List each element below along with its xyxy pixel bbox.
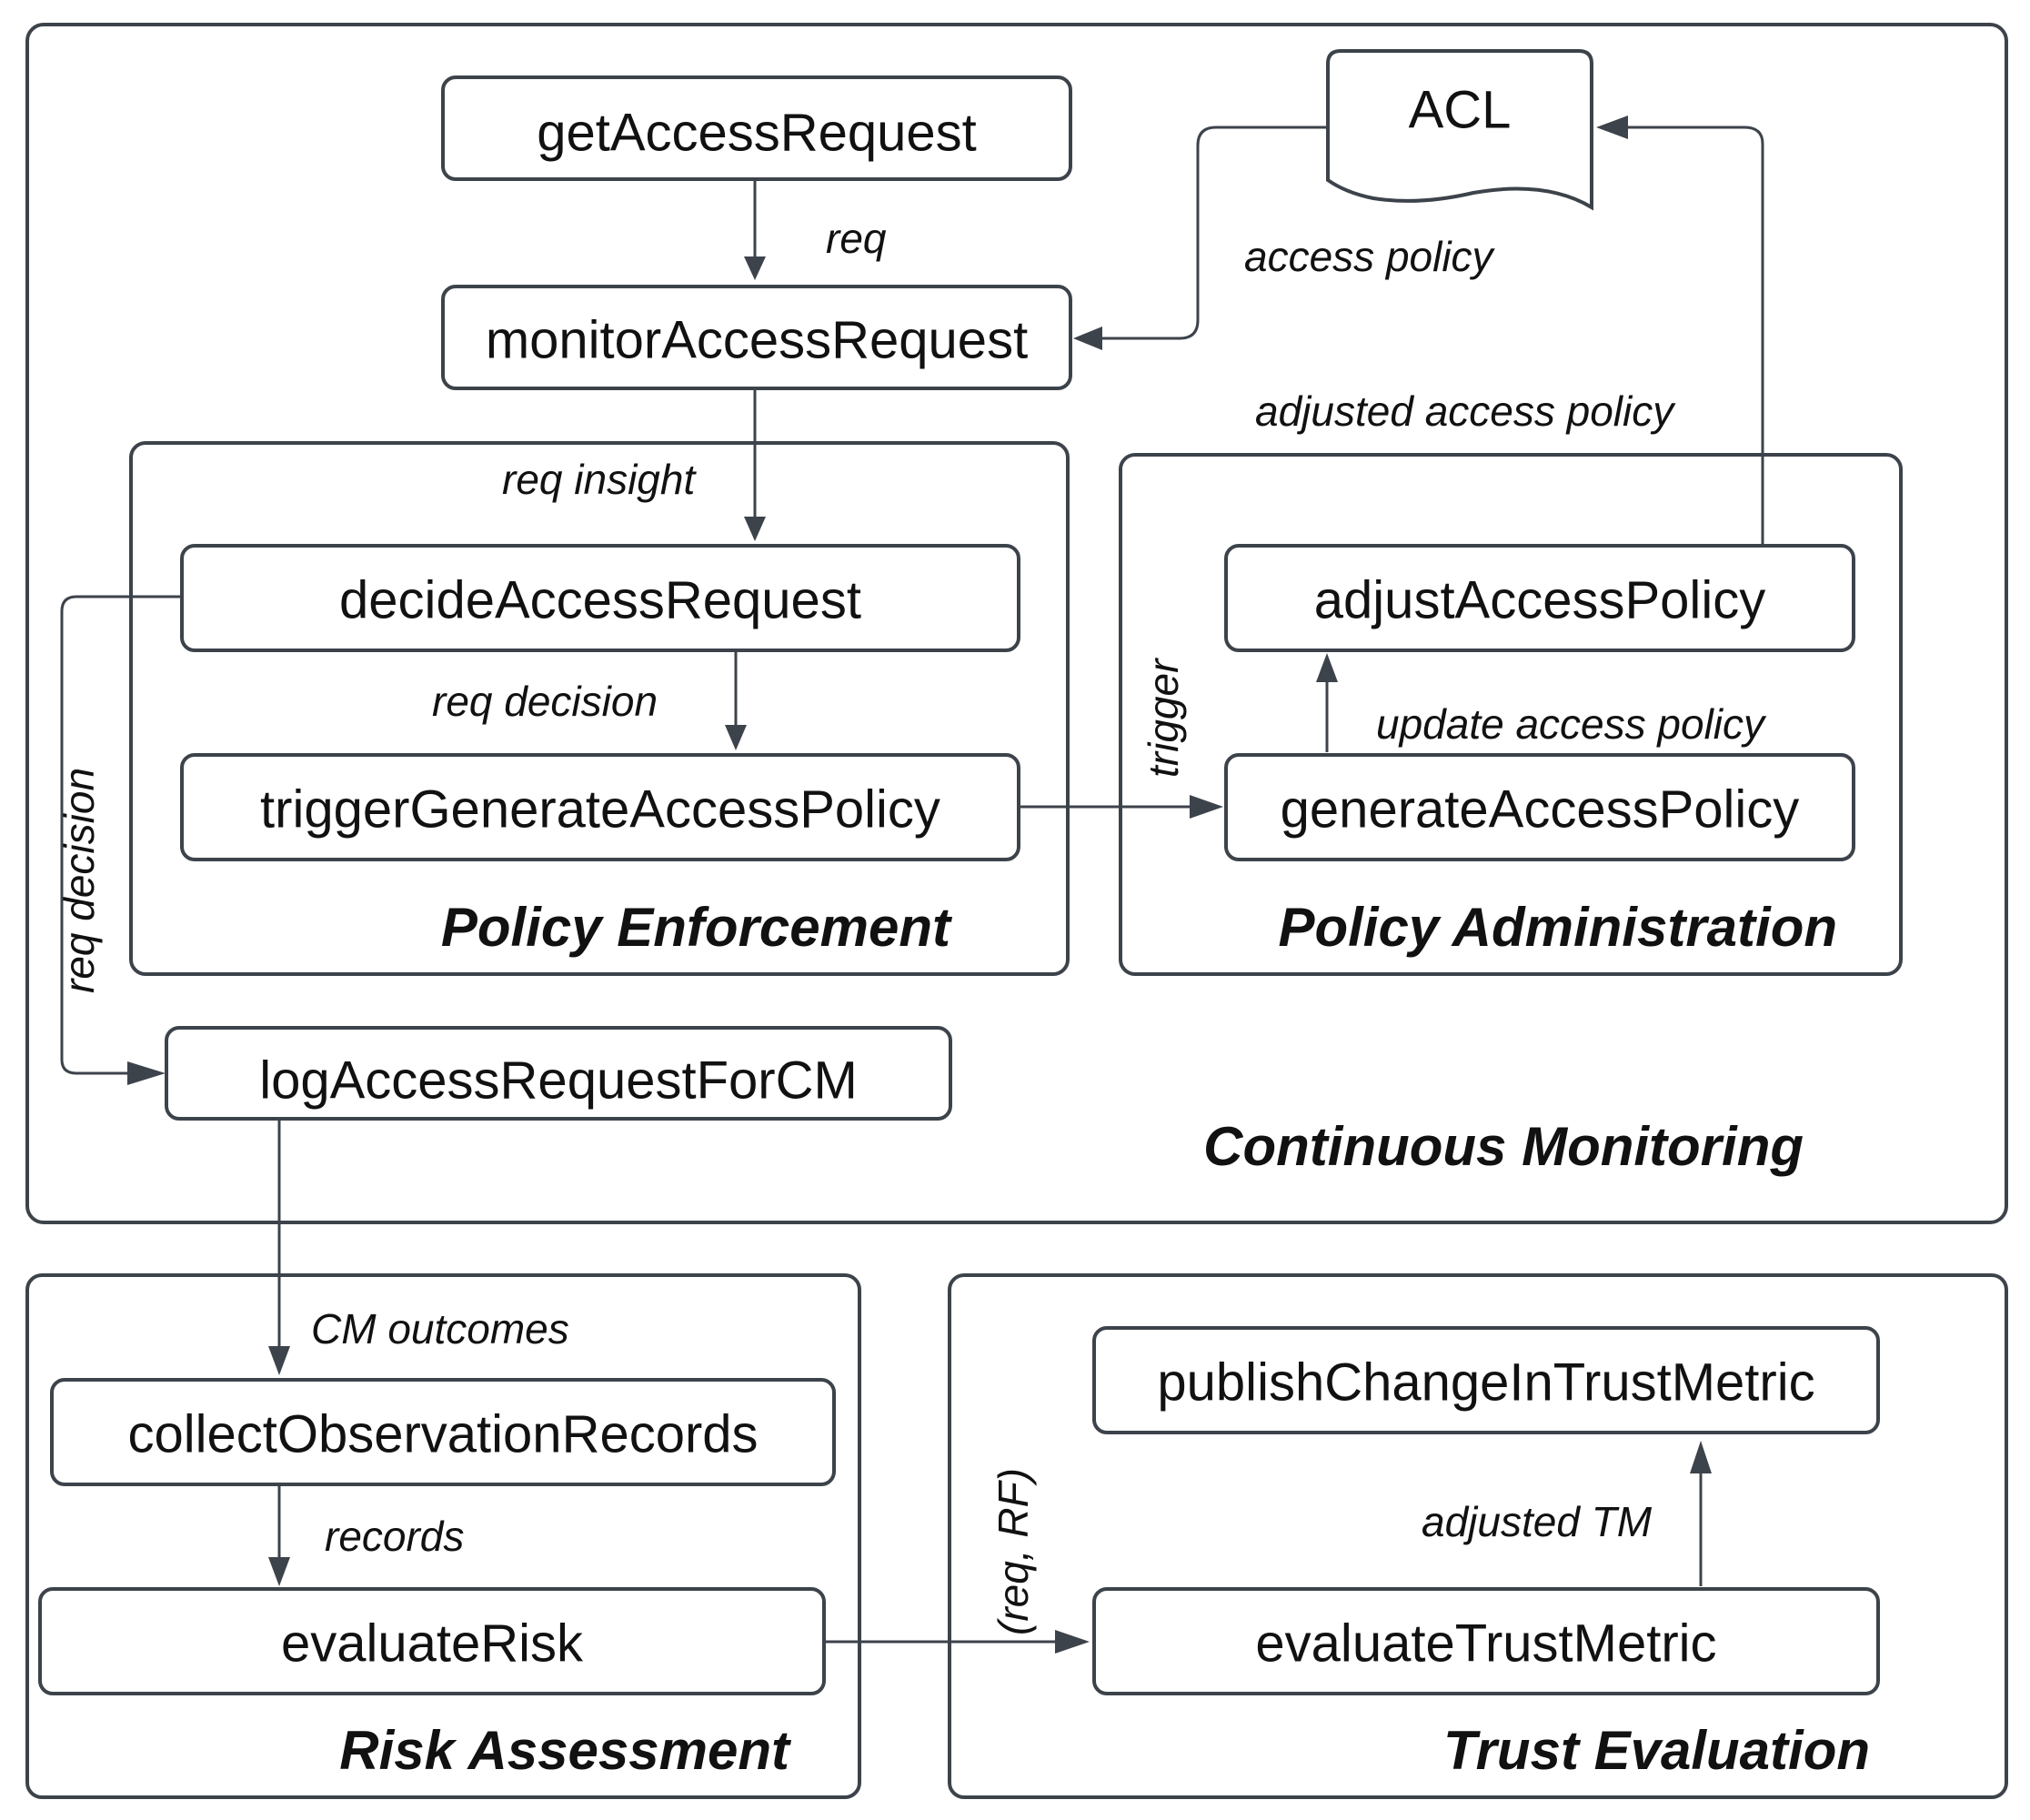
node-acl: ACL [1326,49,1593,211]
edge-label-req-decision: req decision [432,678,658,725]
node-get-access-request: getAccessRequest [441,75,1072,181]
group-title-trust-evaluation: Trust Evaluation [1443,1720,1870,1781]
node-log-access-request-for-cm: logAccessRequestForCM [165,1026,952,1121]
edge-adjusted-tm-arrow [1690,1441,1712,1473]
continuous-monitoring-group [25,23,2008,1224]
node-evaluate-risk: evaluateRisk [38,1587,826,1695]
node-evaluate-risk-label: evaluateRisk [281,1614,584,1673]
edge-access-policy-arrow [1073,327,1102,350]
node-decide-access-request-label: decideAccessRequest [339,570,861,629]
policy-enforcement-group [129,441,1070,976]
node-collect-observation-records: collectObservationRecords [50,1378,836,1486]
edge-req-insight-arrow [744,517,766,541]
node-adjust-access-policy-label: adjustAccessPolicy [1314,570,1765,629]
node-generate-access-policy: generateAccessPolicy [1224,753,1855,861]
node-evaluate-trust-metric: evaluateTrustMetric [1092,1587,1880,1695]
node-publish-change-in-trust-metric-label: publishChangeInTrustMetric [1157,1352,1814,1412]
edge-adjusted-access-policy [1628,126,1764,544]
edge-label-req-decision-side: req decision [55,768,103,993]
edge-label-adjusted-access-policy: adjusted access policy [1255,387,1676,435]
edge-label-req-rf: (req, RF) [990,1468,1037,1635]
edge-records-arrow [268,1557,290,1586]
group-title-continuous-monitoring: Continuous Monitoring [1203,1116,1804,1177]
node-trigger-generate-access-policy: triggerGenerateAccessPolicy [180,753,1020,861]
edge-update-access-policy-arrow [1316,653,1338,682]
policy-administration-group [1119,453,1903,976]
node-generate-access-policy-label: generateAccessPolicy [1281,779,1800,839]
edge-req-rf-arrow [1055,1630,1090,1654]
edge-cm-outcomes-arrow [268,1346,290,1375]
trust-evaluation-group [948,1273,2008,1799]
node-adjust-access-policy: adjustAccessPolicy [1224,544,1855,652]
edge-label-req: req [826,215,887,262]
edge-label-update-access-policy: update access policy [1376,700,1767,748]
edge-trigger-arrow [1190,795,1223,819]
edge-req-decision-side [60,595,182,1075]
edge-label-req-insight: req insight [502,456,697,503]
node-publish-change-in-trust-metric: publishChangeInTrustMetric [1092,1326,1880,1434]
edge-req-decision-arrow [725,725,747,750]
edge-adjusted-access-policy-arrow [1596,116,1628,139]
edge-req-decision-side-arrow [127,1061,166,1085]
node-monitor-access-request-label: monitorAccessRequest [486,310,1028,369]
group-title-policy-administration: Policy Administration [1278,897,1837,958]
risk-assessment-group [25,1273,861,1799]
node-get-access-request-label: getAccessRequest [537,103,977,162]
node-evaluate-trust-metric-label: evaluateTrustMetric [1255,1614,1716,1673]
node-decide-access-request: decideAccessRequest [180,544,1020,652]
edge-label-cm-outcomes: CM outcomes [311,1305,569,1352]
group-title-risk-assessment: Risk Assessment [339,1720,792,1781]
edge-access-policy [1102,126,1328,340]
node-acl-label: ACL [1409,80,1512,139]
node-trigger-generate-access-policy-label: triggerGenerateAccessPolicy [260,779,940,839]
node-log-access-request-for-cm-label: logAccessRequestForCM [259,1051,858,1110]
edge-label-trigger: trigger [1140,658,1187,778]
edge-label-access-policy: access policy [1244,233,1496,280]
group-title-policy-enforcement: Policy Enforcement [441,897,953,958]
edge-label-adjusted-tm: adjusted TM [1422,1498,1653,1545]
node-monitor-access-request: monitorAccessRequest [441,285,1072,390]
edge-req-arrow [744,256,766,280]
node-collect-observation-records-label: collectObservationRecords [127,1404,758,1463]
edge-label-records: records [325,1513,464,1560]
